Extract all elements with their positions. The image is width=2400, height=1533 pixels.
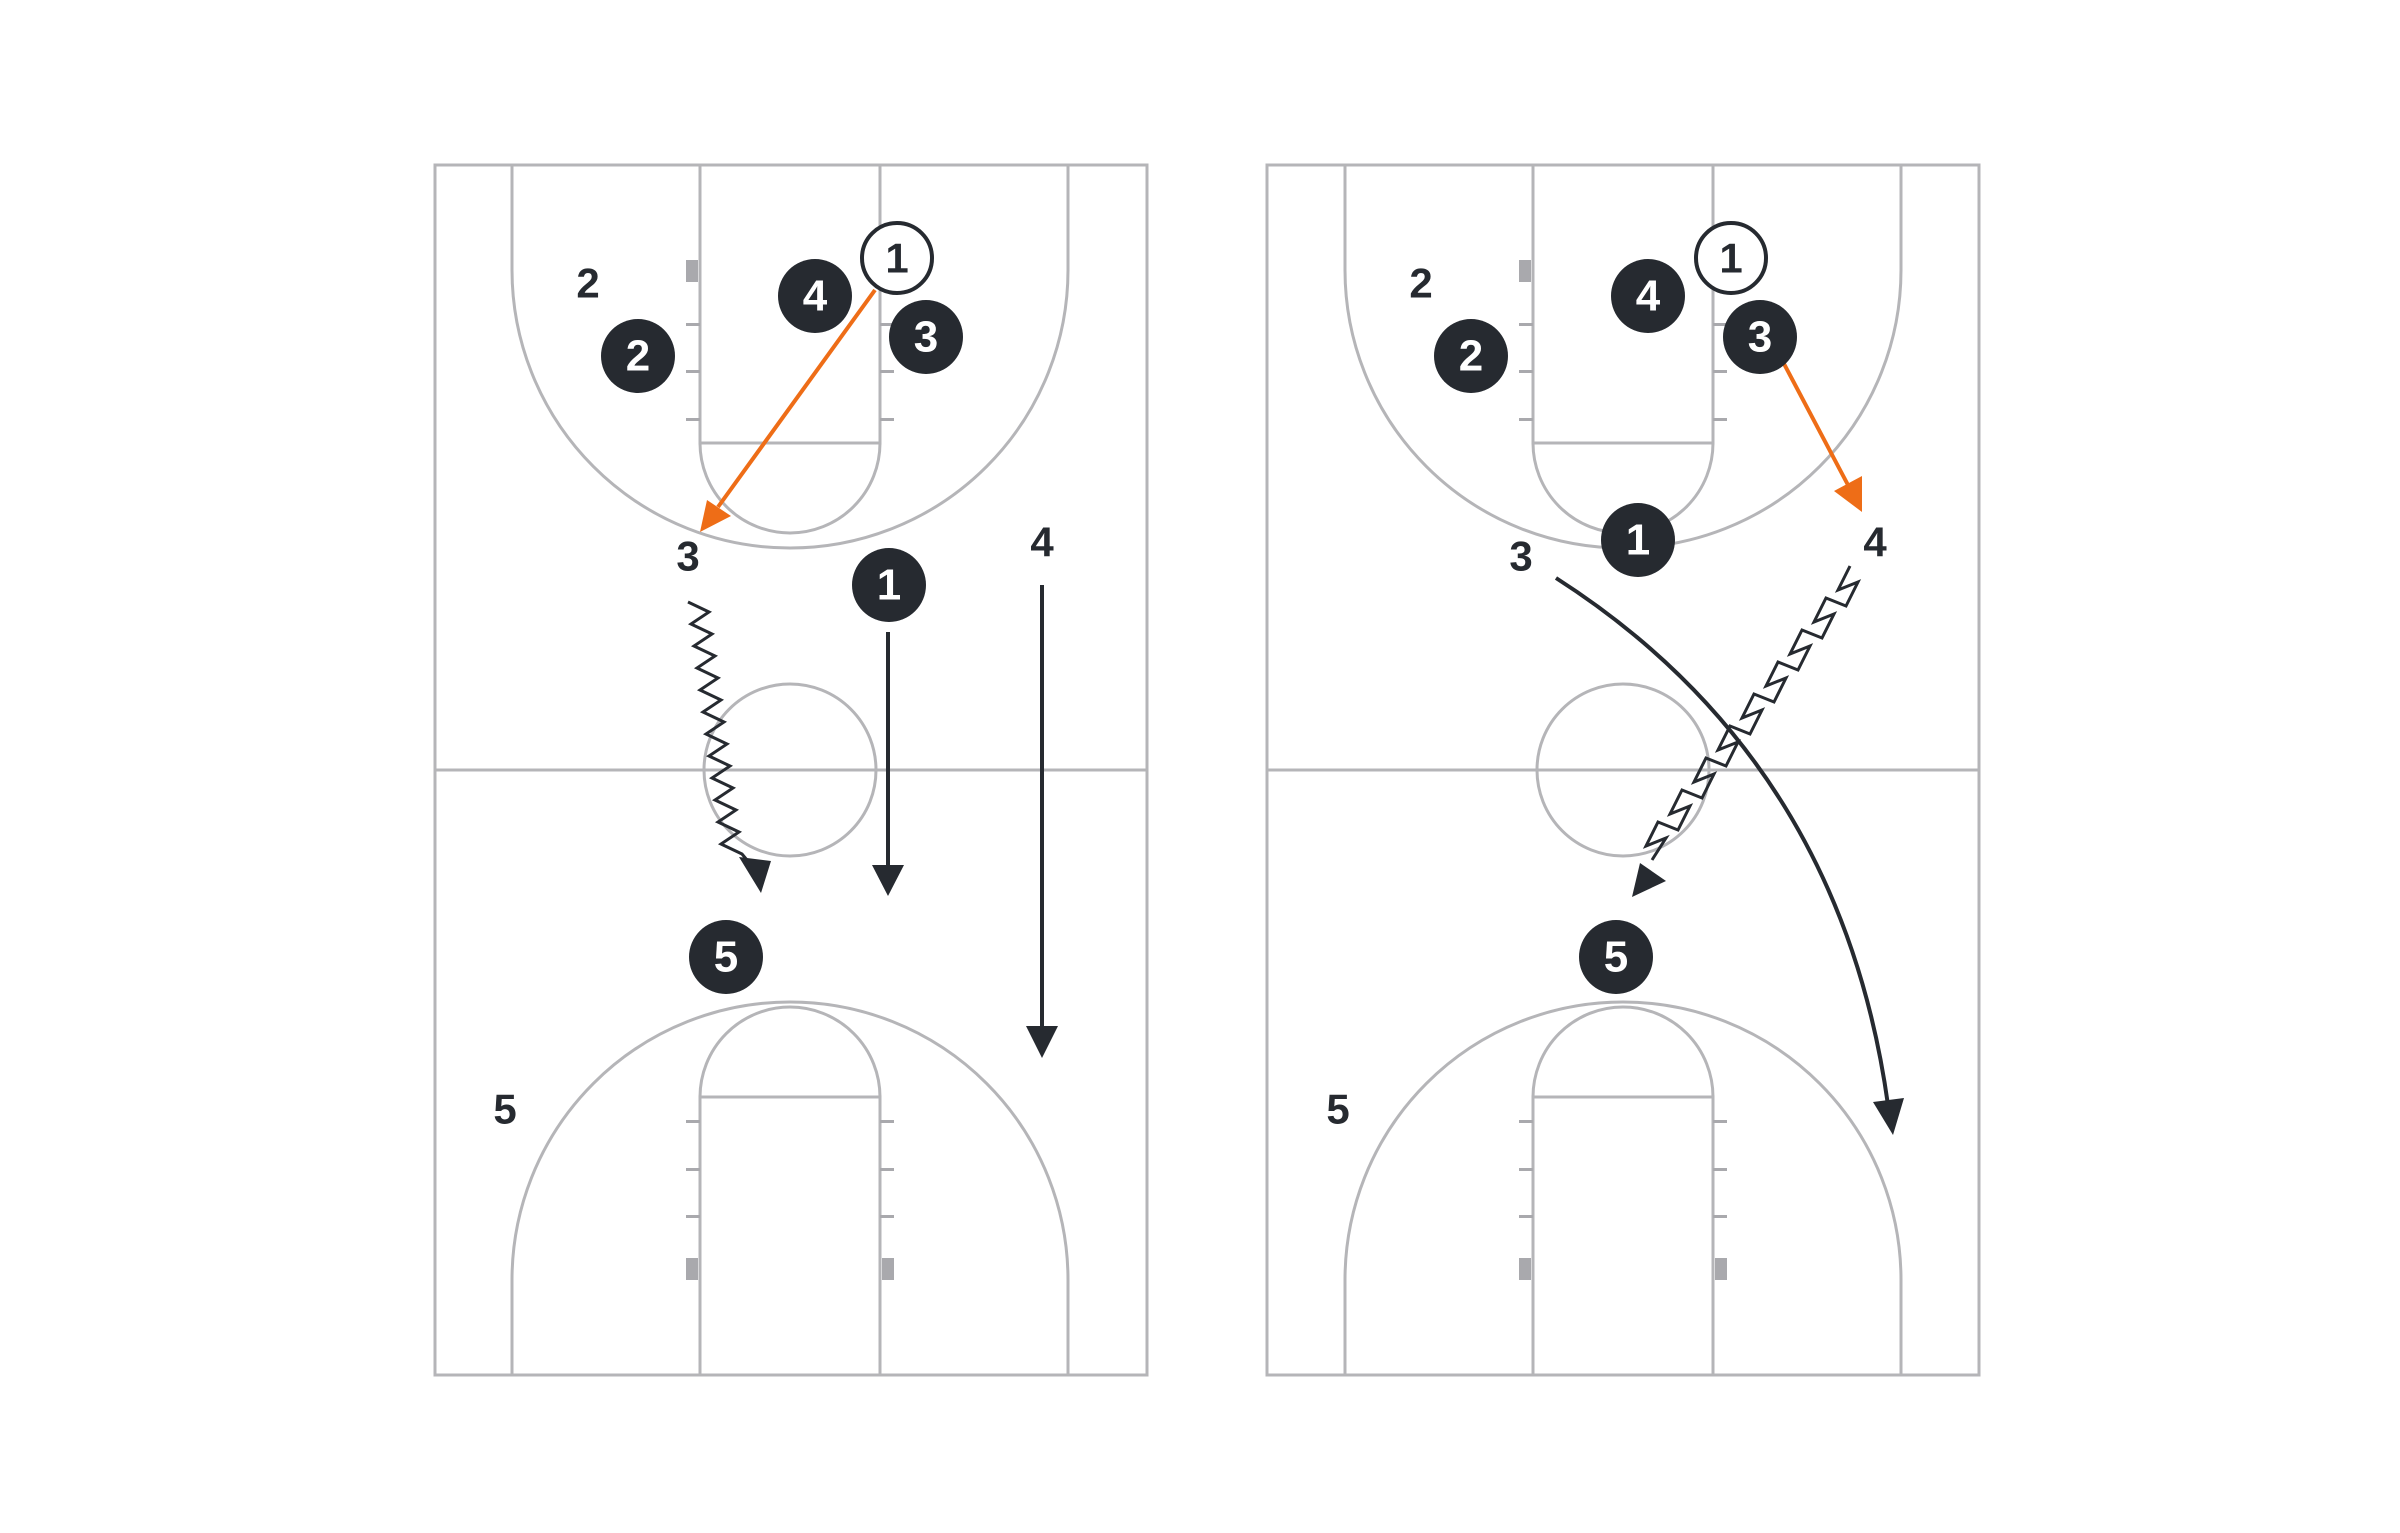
svg-text:3: 3	[914, 313, 938, 362]
defender-4: 4	[1030, 519, 1054, 566]
paint	[1531, 163, 1715, 445]
defender-2: 2	[1409, 260, 1432, 307]
svg-text:5: 5	[714, 933, 738, 982]
svg-text:2: 2	[626, 332, 650, 381]
svg-text:1: 1	[885, 235, 908, 282]
offense-player-2: 2	[601, 319, 675, 393]
cut-arrow	[1026, 585, 1058, 1058]
offense-player-3: 3	[889, 300, 963, 374]
defender-5: 5	[1326, 1086, 1349, 1133]
free-throw-circle	[1531, 1005, 1715, 1098]
three-point-arc	[510, 1000, 1070, 1281]
pass-arrow	[700, 288, 877, 532]
free-throw-circle	[698, 442, 882, 535]
offense-player-4: 4	[778, 259, 852, 333]
paint	[698, 1095, 882, 1377]
svg-text:1: 1	[877, 561, 901, 610]
three-point-arc	[510, 269, 1070, 550]
offense-player-5: 5	[689, 920, 763, 994]
center-circle	[702, 682, 878, 858]
dribble-arrow	[687, 600, 771, 893]
pass-arrow	[1780, 359, 1862, 512]
svg-text:1: 1	[1626, 516, 1650, 565]
cut-arrow	[872, 632, 904, 896]
offense-player-1-repeat: 1	[1601, 503, 1675, 577]
offense-player-3: 3	[1723, 300, 1797, 374]
offense-player-4: 4	[1611, 259, 1685, 333]
svg-text:5: 5	[1604, 933, 1628, 982]
three-point-arc	[1343, 1000, 1903, 1281]
court-right: 1 2 3 4 5 1 2 3 4 5	[1265, 163, 1981, 1377]
svg-text:3: 3	[1748, 313, 1772, 362]
defender-3: 3	[1509, 533, 1532, 580]
cut-arrow	[1554, 576, 1904, 1135]
paint	[698, 163, 882, 445]
free-throw-circle	[698, 1005, 882, 1098]
svg-text:4: 4	[803, 272, 828, 321]
dribble-arrow	[1632, 565, 1862, 897]
lane-hashes	[1519, 1120, 1727, 1280]
center-circle	[1535, 682, 1711, 858]
defender-4: 4	[1863, 519, 1887, 566]
svg-text:2: 2	[1459, 332, 1483, 381]
defender-2: 2	[576, 260, 599, 307]
svg-text:1: 1	[1719, 235, 1742, 282]
offense-player-2: 2	[1434, 319, 1508, 393]
court-left: 1 2 3 4 5 1 2 3 4 5	[433, 163, 1149, 1377]
ball-handler-1: 1	[860, 221, 934, 295]
offense-player-5: 5	[1579, 920, 1653, 994]
svg-text:4: 4	[1636, 272, 1661, 321]
defender-5: 5	[493, 1086, 516, 1133]
defender-3: 3	[676, 533, 699, 580]
offense-player-1-repeat: 1	[852, 548, 926, 622]
lane-hashes	[686, 1120, 894, 1280]
paint	[1531, 1095, 1715, 1377]
ball-handler-1: 1	[1694, 221, 1768, 295]
